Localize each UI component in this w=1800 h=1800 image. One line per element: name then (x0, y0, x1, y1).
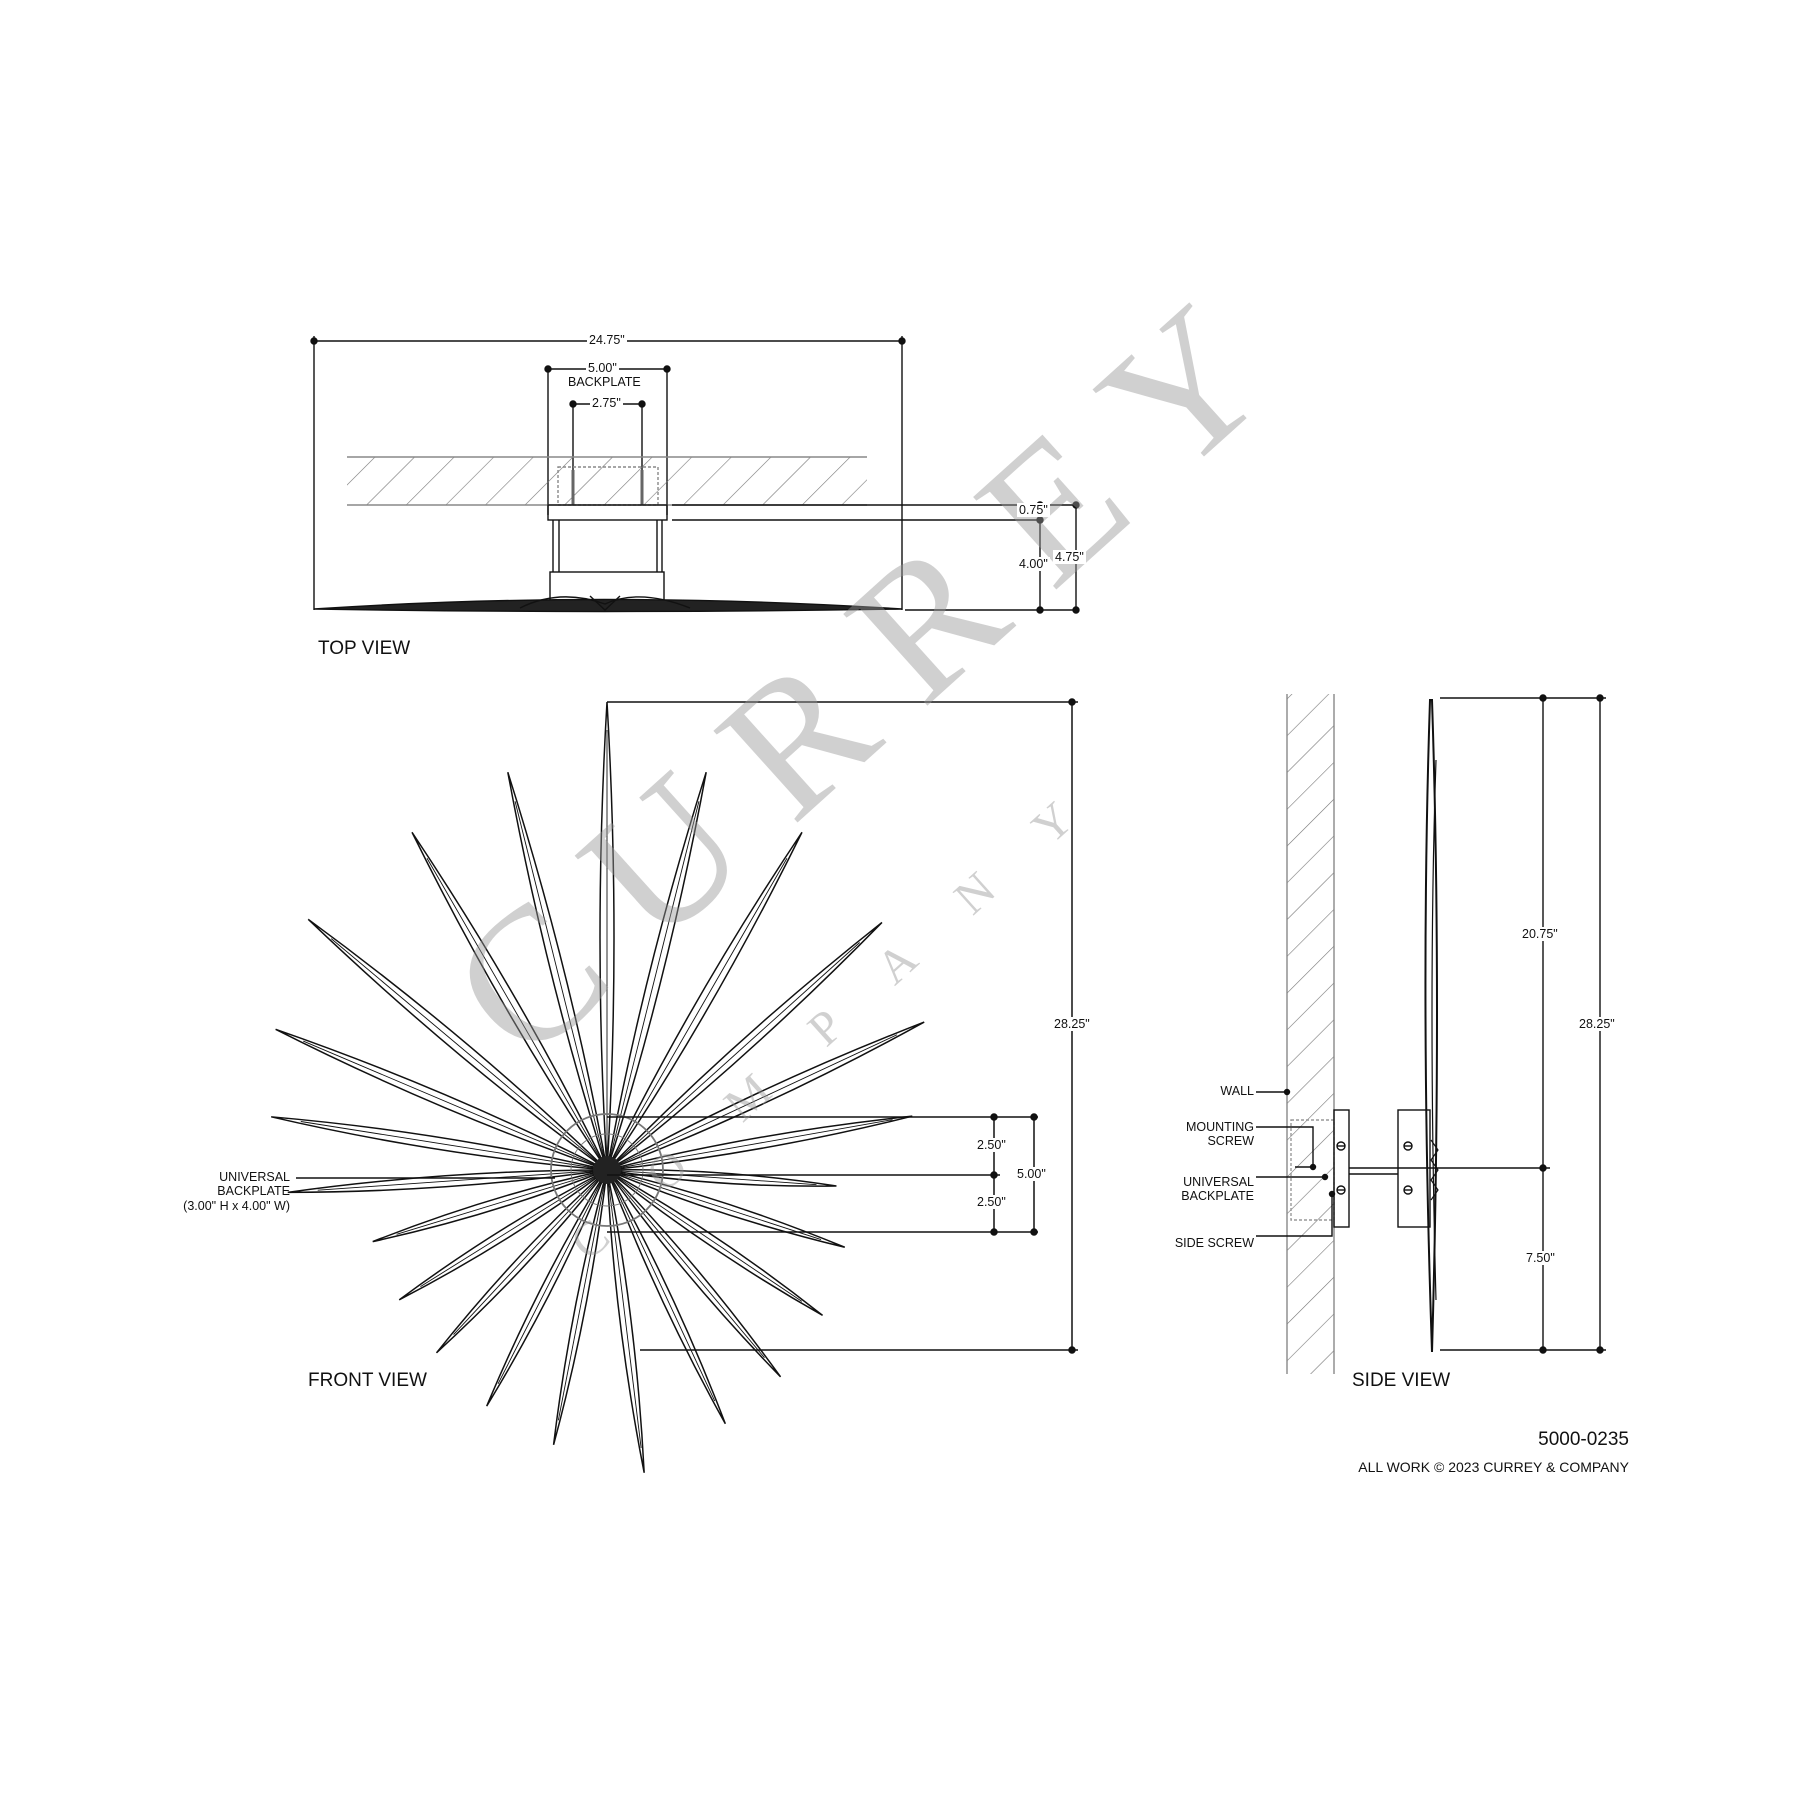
dim-backplate-width: 5.00" (586, 361, 619, 376)
dim-backplate-depth: 0.75" (1017, 503, 1050, 518)
callout-side-ub-line-2: BACKPLATE (1181, 1189, 1254, 1204)
dim-front-overall-height: 28.25" (1052, 1017, 1092, 1032)
side-view-title: SIDE VIEW (1352, 1370, 1451, 1391)
dim-arm-depth: 4.00" (1017, 557, 1050, 572)
callout-mounting-line-1: MOUNTING (1185, 1120, 1254, 1134)
dim-front-upper-half: 2.50" (975, 1138, 1008, 1153)
dim-overall-depth: 4.75" (1053, 550, 1086, 565)
dim-side-overall-height: 28.25" (1577, 1017, 1617, 1032)
dim-side-upper-height: 20.75" (1520, 927, 1560, 942)
front-view-drawing (271, 698, 1078, 1473)
front-view-title: FRONT VIEW (308, 1370, 427, 1391)
callout-mounting-screw: MOUNTING SCREW (1150, 1120, 1254, 1149)
callout-mounting-line-2: SCREW (1207, 1134, 1254, 1149)
copyright-notice: ALL WORK © 2023 CURREY & COMPANY (1358, 1459, 1629, 1475)
part-number: 5000-0235 (1538, 1429, 1629, 1450)
top-view-drawing (310, 336, 1080, 614)
callout-line-1: UNIVERSAL (219, 1170, 290, 1184)
callout-wall: WALL (1220, 1084, 1254, 1098)
dim-overall-width: 24.75" (587, 333, 627, 348)
callout-side-universal-backplate: UNIVERSAL BACKPLATE (1150, 1175, 1254, 1204)
dim-screw-spacing: 2.75" (590, 396, 623, 411)
callout-line-3: (3.00" H x 4.00" W) (183, 1198, 290, 1213)
label-backplate: BACKPLATE (566, 375, 643, 390)
side-view-drawing (1256, 694, 1606, 1374)
dim-front-lower-half: 2.50" (975, 1195, 1008, 1210)
top-view-title: TOP VIEW (318, 638, 411, 659)
callout-line-2: BACKPLATE (217, 1184, 290, 1199)
callout-side-ub-line-1: UNIVERSAL (1183, 1175, 1254, 1189)
callout-side-screw: SIDE SCREW (1174, 1236, 1254, 1250)
dim-front-backplate-height: 5.00" (1015, 1167, 1048, 1182)
dim-side-lower-height: 7.50" (1524, 1251, 1557, 1266)
callout-universal-backplate: UNIVERSAL BACKPLATE (3.00" H x 4.00" W) (178, 1170, 290, 1213)
